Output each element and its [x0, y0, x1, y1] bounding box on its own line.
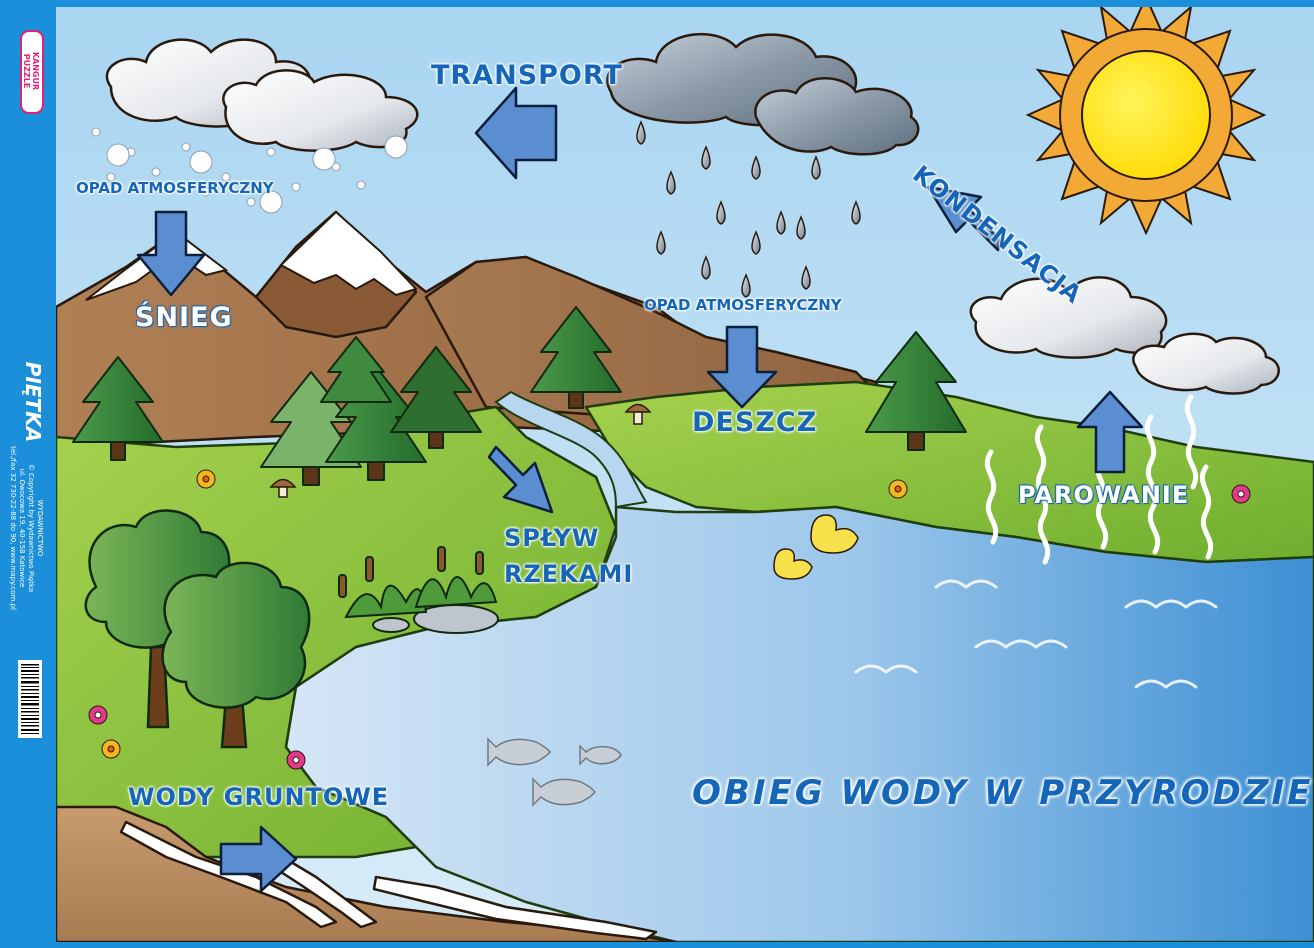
flower-icons [88, 469, 1251, 770]
brand-logo-text: KANGUR PUZZLE [22, 51, 40, 91]
publisher-info: WYDAWNICTWO © Copyright by Wydawnictwo P… [8, 398, 44, 658]
label-splyw-1: SPŁYW [504, 524, 600, 552]
label-parowanie: PAROWANIE [1018, 481, 1190, 509]
waves [854, 579, 1218, 689]
deciduous-trees [84, 509, 311, 749]
duck-icons [773, 514, 859, 580]
arrow-transport [474, 86, 558, 180]
poster-title: OBIEG WODY W PRZYRODZIE [692, 773, 1314, 813]
mushroom-icons [269, 403, 652, 498]
arrow-parowanie [1076, 390, 1144, 474]
copyright-text: © Copyright by Wydawnictwo Piętka [27, 463, 35, 593]
reeds [338, 546, 499, 634]
rain-cloud-icon [606, 32, 920, 156]
label-transport: TRANSPORT [431, 60, 623, 91]
publisher-label: WYDAWNICTWO [36, 499, 44, 557]
scene: TRANSPORT KONDENSACJA OPAD ATMOSFERYCZNY… [54, 0, 1314, 944]
sun-icon [1025, 0, 1267, 236]
label-opad-right: OPAD ATMOSFERYCZNY [644, 296, 842, 314]
arrow-splyw [487, 445, 554, 514]
arrow-wody-gruntowe [219, 825, 298, 893]
fish-icons [487, 737, 622, 807]
snow-cloud-icon [105, 38, 419, 152]
river [494, 390, 648, 509]
process-arrows [136, 86, 1144, 893]
scene-illustration [54, 0, 1314, 944]
label-snieg: ŚNIEG [135, 302, 233, 333]
snowfall [91, 127, 408, 214]
evaporation-cloud-icon [969, 276, 1280, 395]
barcode [18, 660, 42, 738]
arrow-opad-right [706, 325, 778, 409]
raindrops [636, 120, 861, 298]
label-deszcz: DESZCZ [692, 407, 818, 438]
label-opad-left: OPAD ATMOSFERYCZNY [76, 179, 274, 197]
label-wody-gruntowe: WODY GRUNTOWE [128, 783, 390, 811]
publisher-strip: PIĘTKA WYDAWNICTWO © Copyright by Wydawn… [6, 330, 50, 740]
contact-text: tel./fax 32 730-22-88 do 90, www.mapy.co… [9, 446, 17, 610]
address-text: ul. Owocowa 19, 40-158 Katowice [18, 468, 26, 588]
arrow-kondensacja [926, 185, 1001, 252]
arrow-opad-left [136, 210, 206, 297]
brand-logo: KANGUR PUZZLE [20, 30, 44, 114]
barcode-graphic [21, 664, 39, 734]
pine-trees [72, 306, 967, 486]
label-splyw-2: RZEKAMI [504, 560, 634, 588]
